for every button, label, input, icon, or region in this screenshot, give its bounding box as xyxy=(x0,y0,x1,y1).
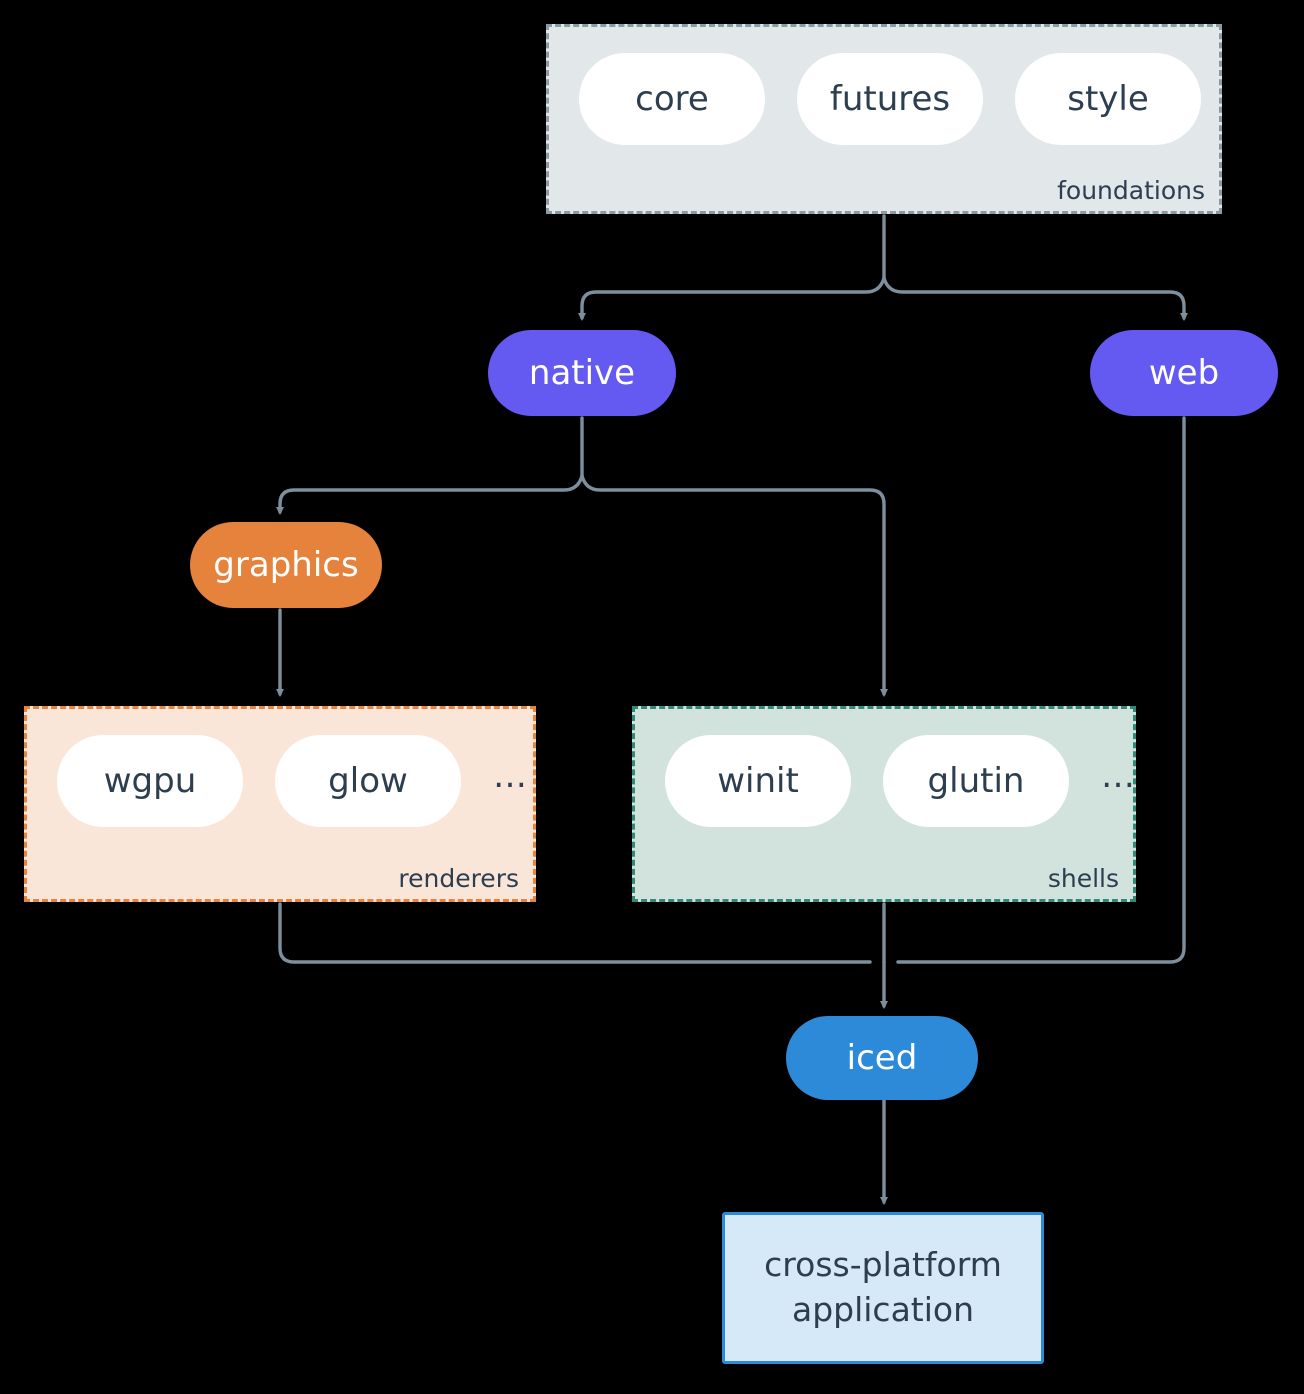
group-renderers-items: wgpu glow … xyxy=(27,709,529,827)
group-shells: winit glutin … shells xyxy=(632,706,1136,902)
node-core[interactable]: core xyxy=(579,53,765,145)
edge-native-to-shells xyxy=(580,474,888,697)
edge-native-to-graphics xyxy=(276,474,584,515)
renderers-ellipsis: … xyxy=(493,756,529,796)
group-foundations-label: foundations xyxy=(1057,176,1205,205)
application-line-2: application xyxy=(791,1290,975,1329)
node-iced[interactable]: iced xyxy=(786,1016,978,1100)
shells-ellipsis: … xyxy=(1101,756,1137,796)
edge-foundations-to-native xyxy=(578,276,886,321)
application-line-1: cross-platform xyxy=(764,1245,1002,1285)
node-native[interactable]: native xyxy=(488,330,676,416)
node-graphics[interactable]: graphics xyxy=(190,522,382,608)
group-foundations: core futures style foundations xyxy=(546,24,1222,214)
node-style[interactable]: style xyxy=(1015,53,1201,145)
node-glow[interactable]: glow xyxy=(275,735,461,827)
edge-renderers-to-iced xyxy=(278,902,872,964)
group-foundations-items: core futures style xyxy=(549,27,1201,145)
node-winit[interactable]: winit xyxy=(665,735,851,827)
group-renderers: wgpu glow … renderers xyxy=(24,706,536,902)
group-shells-label: shells xyxy=(1047,864,1119,893)
node-cross-platform-application[interactable]: cross-platform application xyxy=(722,1212,1044,1364)
node-wgpu[interactable]: wgpu xyxy=(57,735,243,827)
node-web[interactable]: web xyxy=(1090,330,1278,416)
node-glutin[interactable]: glutin xyxy=(883,735,1069,827)
group-renderers-label: renderers xyxy=(398,864,519,893)
edge-foundations-to-web xyxy=(882,276,1188,321)
node-futures[interactable]: futures xyxy=(797,53,983,145)
group-shells-items: winit glutin … xyxy=(635,709,1137,827)
